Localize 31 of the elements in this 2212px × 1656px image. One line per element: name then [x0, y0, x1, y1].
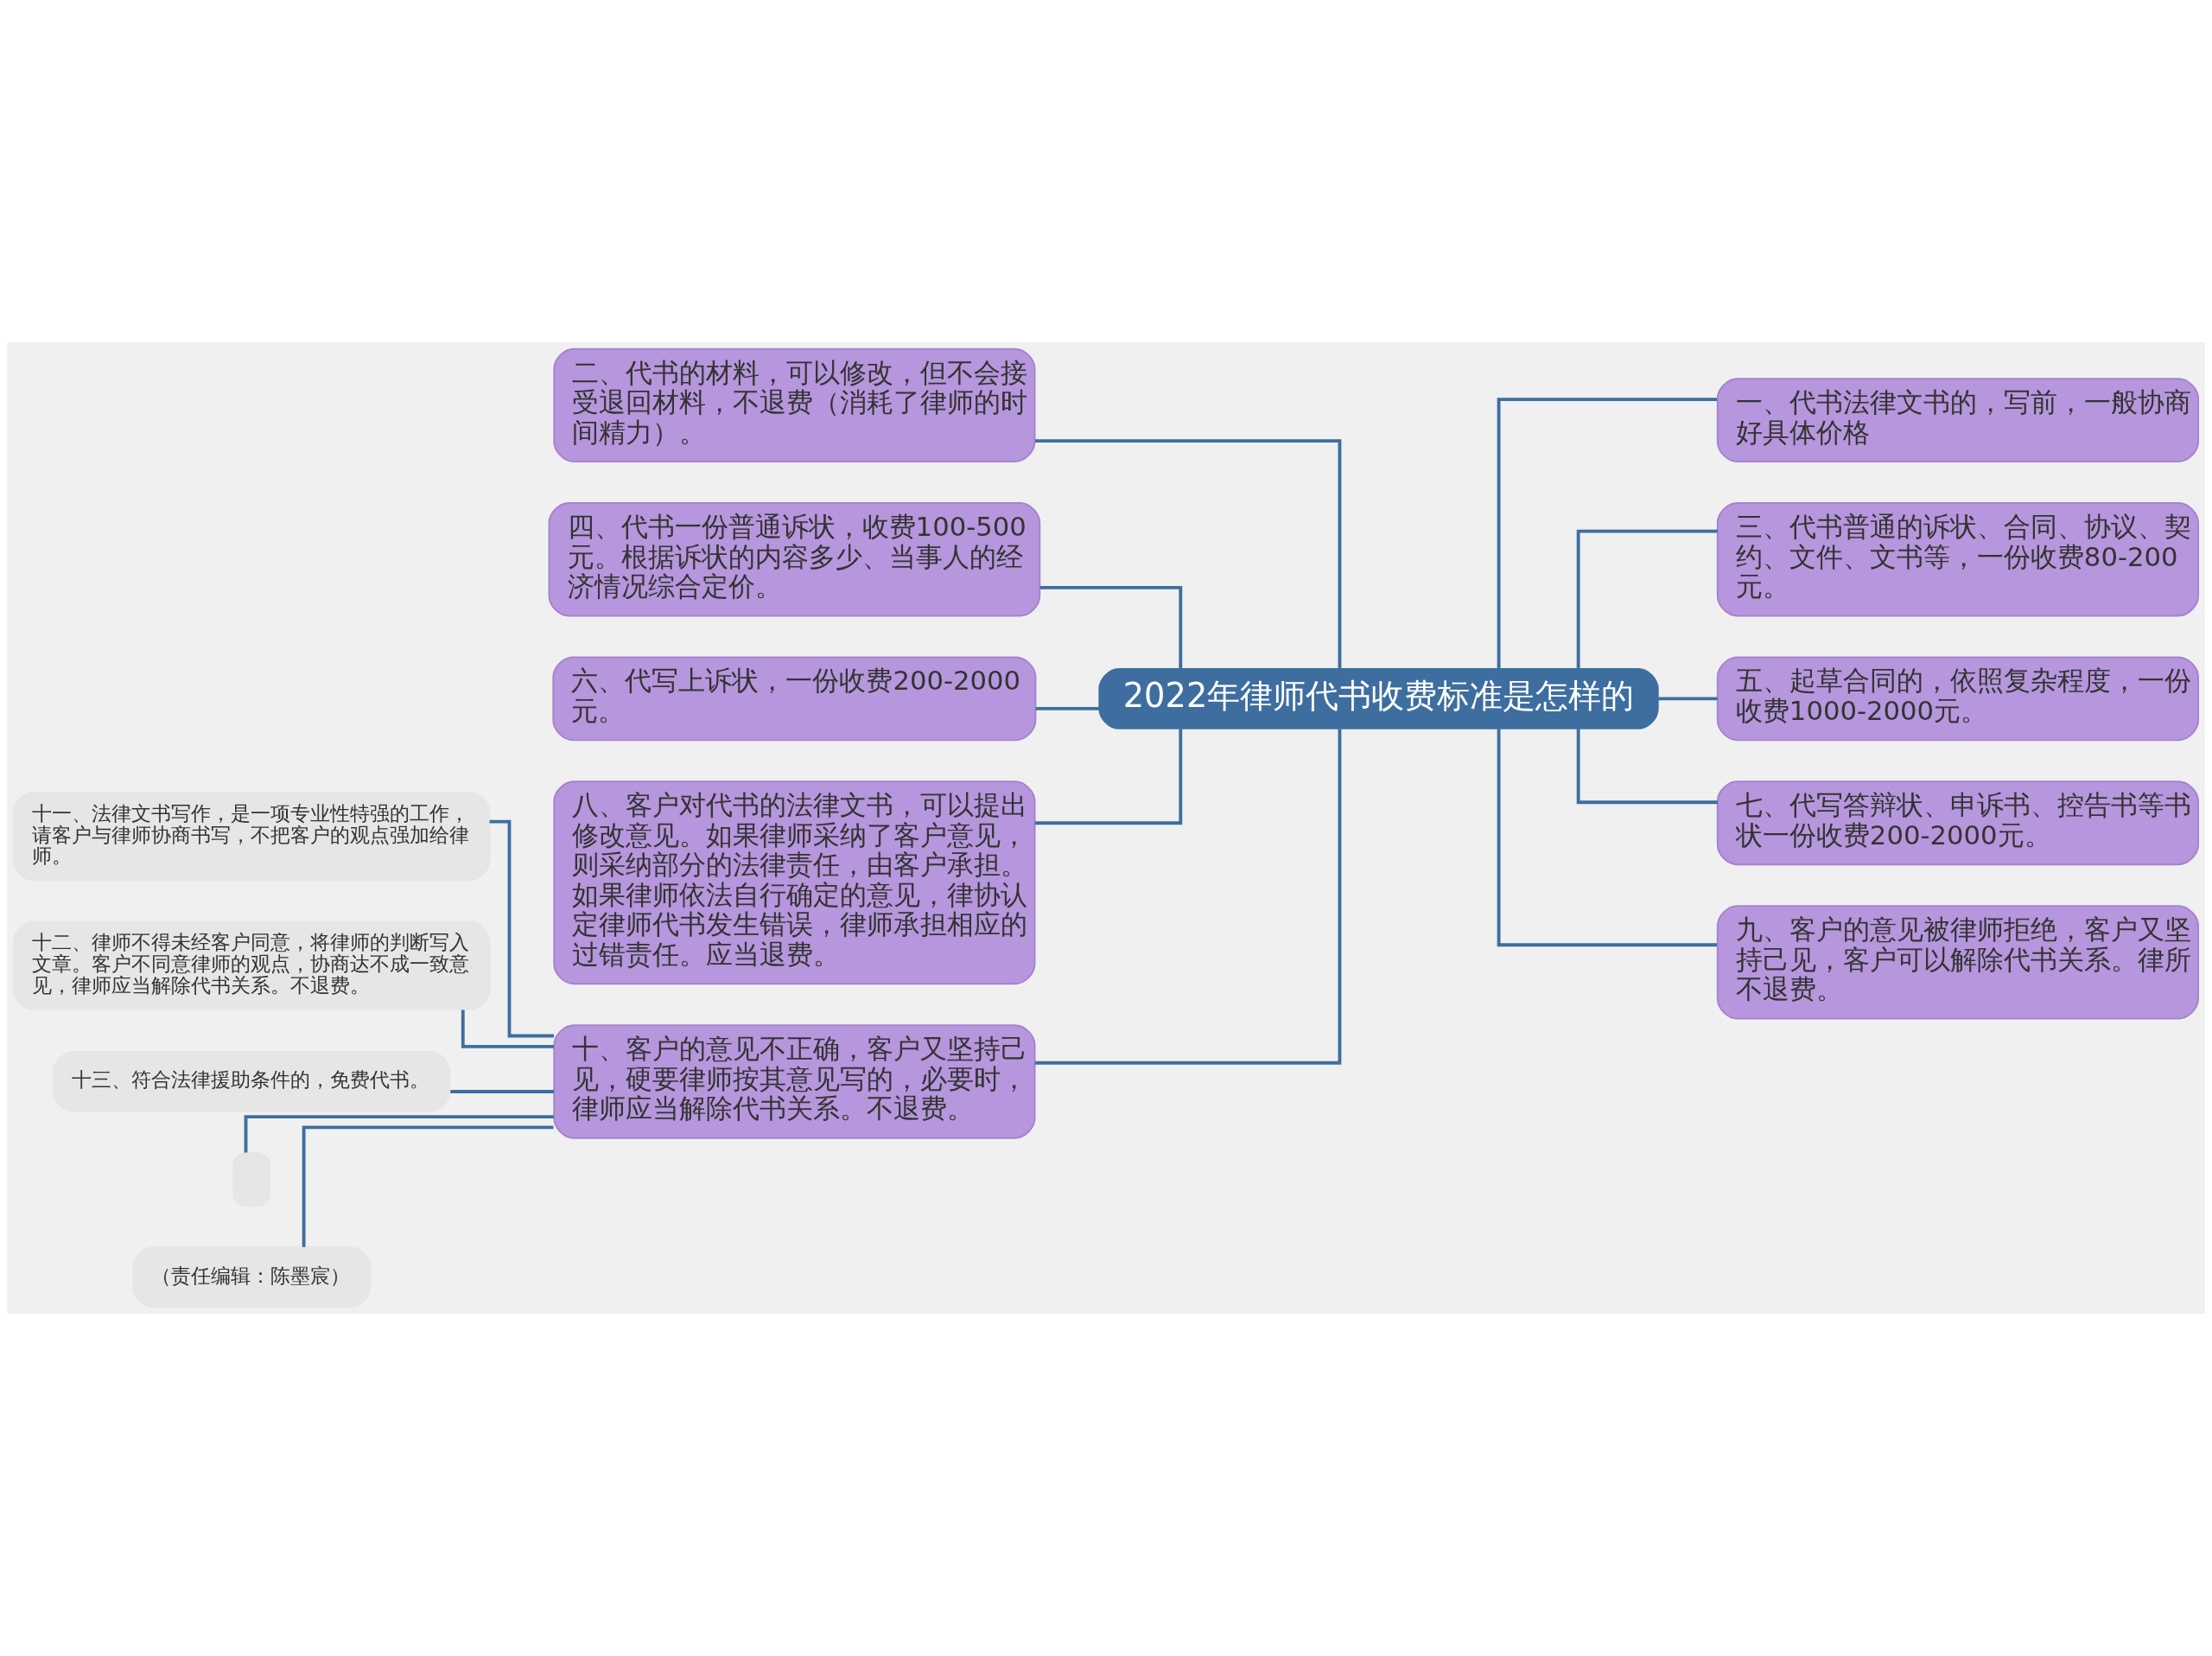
- node-box: 十、客户的意见不正确，客户又坚持己见，硬要律师按其意见写的，必要时，律师应当解除代书关系。不退费。: [553, 1024, 1036, 1139]
- connector: [1035, 707, 1100, 710]
- connector: [461, 1010, 555, 1048]
- connector: [489, 819, 555, 1038]
- node-box: 五、起草合同的，依照复杂程度，一份收费1000-2000元。: [1716, 656, 2199, 742]
- connector: [1039, 585, 1183, 669]
- node-box: 二、代书的材料，可以修改，但不会接受退回材料，不退费（消耗了律师的时间精力）。: [553, 347, 1036, 463]
- node-box: （责任编辑：陈墨宸）: [132, 1246, 372, 1309]
- connector: [244, 1115, 554, 1153]
- node-box: 2022年律师代书收费标准是怎样的: [1098, 667, 1659, 729]
- node-box: 七、代写答辩状、申诉书、控告书等书状一份收费200-2000元。: [1716, 780, 2199, 866]
- connector: [1497, 398, 1717, 669]
- node-box: 九、客户的意见被律师拒绝，客户又坚持己见，客户可以解除代书关系。律所不退费。: [1716, 905, 2199, 1020]
- connector: [1576, 529, 1718, 669]
- connector: [302, 1125, 554, 1247]
- node-box: 八、客户对代书的法律文书，可以提出修改意见。如果律师采纳了客户意见，则采纳部分的法律责任，由客户承担。如果律师依法自行确定的意见，律协认定律师代书发生错误，律师承担相应的过错责任。应当退费。: [553, 780, 1036, 985]
- node-box: 一、代书法律文书的，写前，一般协商好具体价格: [1716, 378, 2199, 463]
- node-box: 十一、法律文书写作，是一项专业性特强的工作，请客户与律师协商书写，不把客户的观点强加给律师。: [13, 791, 491, 882]
- node-box: 十三、符合法律援助条件的，免费代书。: [53, 1051, 451, 1112]
- node-box: 十二、律师不得未经客户同意，将律师的判断写入文章。客户不同意律师的观点，协商达不成一致意见，律师应当解除代书关系。不退费。: [13, 920, 491, 1010]
- node-box: [232, 1152, 271, 1207]
- node-box: 六、代写上诉状，一份收费200-2000元。: [552, 656, 1037, 742]
- node-box: 四、代书一份普通诉状，收费100-500元。根据诉状的内容多少、当事人的经济情况综合定价。: [548, 502, 1041, 617]
- node-box: 三、代书普通的诉状、合同、协议、契约、文件、文书等，一份收费80-200元。: [1716, 502, 2199, 617]
- connector: [1576, 729, 1718, 805]
- connector: [450, 1090, 555, 1093]
- connector: [1035, 729, 1183, 825]
- connector: [1035, 729, 1342, 1065]
- connector: [1035, 439, 1342, 669]
- connector: [1657, 697, 1718, 701]
- connector: [1497, 729, 1717, 947]
